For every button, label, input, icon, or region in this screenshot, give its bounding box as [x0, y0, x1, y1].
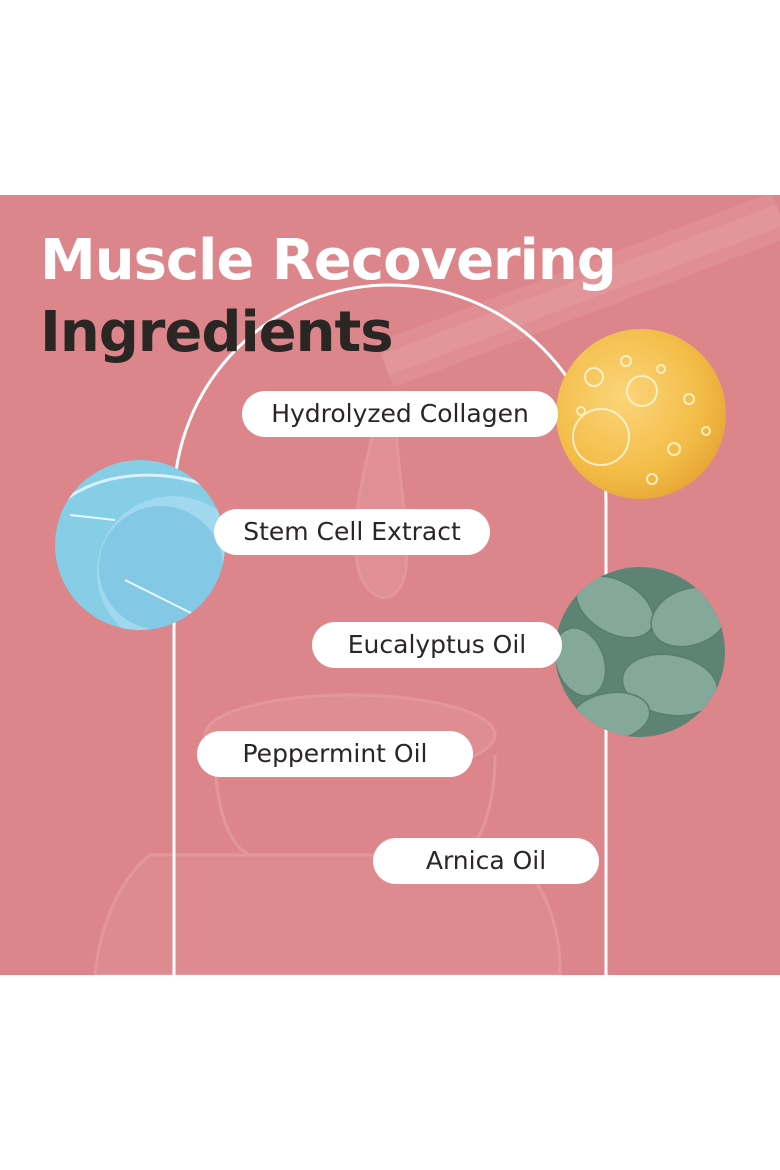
oil-bubbles-icon — [556, 329, 726, 499]
eucalyptus-leaves-icon — [555, 567, 725, 737]
ingredient-label-peppermint-oil: Peppermint Oil — [197, 731, 473, 777]
headline-line-1: Muscle Recovering — [40, 228, 617, 293]
ingredient-label-arnica-oil: Arnica Oil — [373, 838, 599, 884]
ingredient-label-hydrolyzed-collagen: Hydrolyzed Collagen — [242, 391, 558, 437]
ingredients-panel: Muscle Recovering Ingredients — [0, 195, 780, 975]
blue-gel-icon — [55, 460, 225, 630]
ingredient-label-eucalyptus-oil: Eucalyptus Oil — [312, 622, 562, 668]
headline-line-2: Ingredients — [40, 300, 394, 365]
ingredient-label-stem-cell-extract: Stem Cell Extract — [214, 509, 490, 555]
